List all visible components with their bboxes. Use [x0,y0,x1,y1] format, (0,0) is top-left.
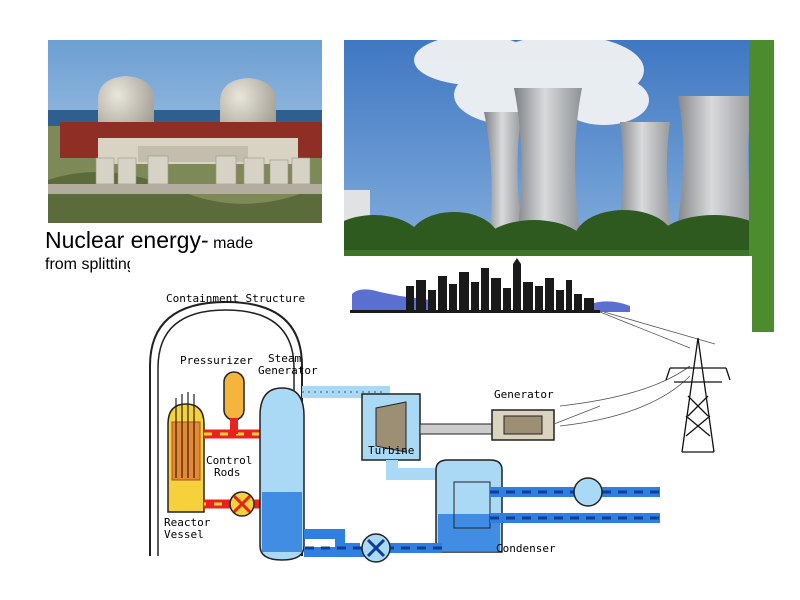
label-pressurizer: Pressurizer [180,354,253,367]
label-turbine: Turbine [368,444,414,457]
caption-title-tail: made [213,235,253,252]
label-steam-generator-line2: Generator [258,364,318,377]
label-generator: Generator [494,388,554,401]
reactor-vessel [168,392,204,512]
label-reactor-vessel-line2: Vessel [164,528,204,541]
label-containment-structure: Containment Structure [166,292,305,305]
power-lines [560,312,715,426]
label-condenser: Condenser [496,542,556,555]
city-skyline [350,258,630,313]
label-control-rods-line2: Rods [214,466,241,479]
caption-title: Nuclear energy- [45,227,209,253]
nuclear-plant-diagram: Containment Structure Pressurizer Steam … [130,256,752,578]
steam-generator [260,388,304,560]
cooling-pump [574,478,602,506]
condenser [436,460,502,552]
power-plant-domes-photo [48,40,322,223]
pressurizer [224,372,244,434]
transmission-tower [666,338,730,452]
